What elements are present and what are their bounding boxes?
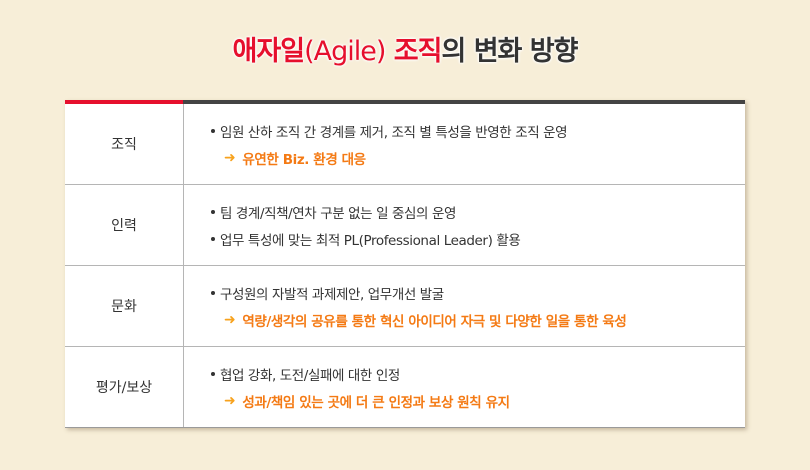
row-label: 인력: [65, 185, 184, 265]
row-content: 협업 강화, 도전/실패에 대한 인정 ➜ 성과/책임 있는 곳에 더 큰 인정…: [211, 347, 745, 427]
bullet-item: 협업 강화, 도전/실패에 대한 인정: [211, 364, 745, 384]
bullet-dot-icon: [211, 128, 215, 133]
table-top-bar-accent: [65, 100, 183, 104]
arrow-right-icon: ➜: [224, 149, 236, 166]
table-row-culture: 문화 구성원의 자발적 과제제안, 업무개선 발굴 ➜ 역량/생각의 공유를 통…: [65, 266, 745, 347]
row-label: 문화: [65, 266, 184, 346]
arrow-right-icon: ➜: [224, 311, 236, 328]
title-part-change-direction: 의 변화 방향: [441, 36, 578, 67]
title-part-agile-korean: 애자일: [232, 36, 306, 67]
row-label: 조직: [65, 104, 184, 184]
arrow-right-icon: ➜: [224, 392, 236, 409]
title-part-organization: 조직: [393, 36, 443, 67]
bullet-text: 팀 경계/직책/연차 구분 없는 일 중심의 운영: [220, 205, 456, 222]
bullet-item: 임원 산하 조직 간 경계를 제거, 조직 별 특성을 반영한 조직 운영: [211, 121, 745, 141]
bullet-dot-icon: [211, 371, 215, 376]
page-title: 애자일(Agile) 조직의 변화 방향: [0, 30, 810, 74]
result-item: ➜ 유연한 Biz. 환경 대응: [211, 148, 745, 168]
table-row-organization: 조직 임원 산하 조직 간 경계를 제거, 조직 별 특성을 반영한 조직 운영…: [65, 104, 745, 185]
bullet-item: 구성원의 자발적 과제제안, 업무개선 발굴: [211, 283, 745, 303]
row-content: 임원 산하 조직 간 경계를 제거, 조직 별 특성을 반영한 조직 운영 ➜ …: [211, 104, 745, 184]
bullet-text: 구성원의 자발적 과제제안, 업무개선 발굴: [220, 286, 444, 303]
bullet-text: 협업 강화, 도전/실패에 대한 인정: [220, 367, 400, 384]
result-text: 유연한 Biz. 환경 대응: [242, 151, 366, 168]
result-item: ➜ 성과/책임 있는 곳에 더 큰 인정과 보상 원칙 유지: [211, 391, 745, 411]
change-direction-table: 조직 임원 산하 조직 간 경계를 제거, 조직 별 특성을 반영한 조직 운영…: [65, 100, 745, 428]
row-content: 팀 경계/직책/연차 구분 없는 일 중심의 운영 업무 특성에 맞는 최적 P…: [211, 185, 745, 265]
table-row-personnel: 인력 팀 경계/직책/연차 구분 없는 일 중심의 운영 업무 특성에 맞는 최…: [65, 185, 745, 266]
bullet-dot-icon: [211, 236, 215, 241]
bullet-text: 임원 산하 조직 간 경계를 제거, 조직 별 특성을 반영한 조직 운영: [220, 124, 568, 141]
bullet-text: 업무 특성에 맞는 최적 PL(Professional Leader) 활용: [220, 232, 521, 249]
title-part-agile-english: (Agile): [304, 36, 386, 67]
result-text: 성과/책임 있는 곳에 더 큰 인정과 보상 원칙 유지: [242, 394, 510, 411]
bullet-item: 업무 특성에 맞는 최적 PL(Professional Leader) 활용: [211, 229, 745, 249]
table-row-evaluation-compensation: 평가/보상 협업 강화, 도전/실패에 대한 인정 ➜ 성과/책임 있는 곳에 …: [65, 347, 745, 428]
row-label: 평가/보상: [65, 347, 184, 427]
row-content: 구성원의 자발적 과제제안, 업무개선 발굴 ➜ 역량/생각의 공유를 통한 혁…: [211, 266, 745, 346]
table-top-bar: [65, 100, 745, 104]
bullet-dot-icon: [211, 290, 215, 295]
bullet-item: 팀 경계/직책/연차 구분 없는 일 중심의 운영: [211, 202, 745, 222]
result-text: 역량/생각의 공유를 통한 혁신 아이디어 자극 및 다양한 일을 통한 육성: [242, 313, 627, 330]
bullet-dot-icon: [211, 209, 215, 214]
result-item: ➜ 역량/생각의 공유를 통한 혁신 아이디어 자극 및 다양한 일을 통한 육…: [211, 310, 745, 330]
